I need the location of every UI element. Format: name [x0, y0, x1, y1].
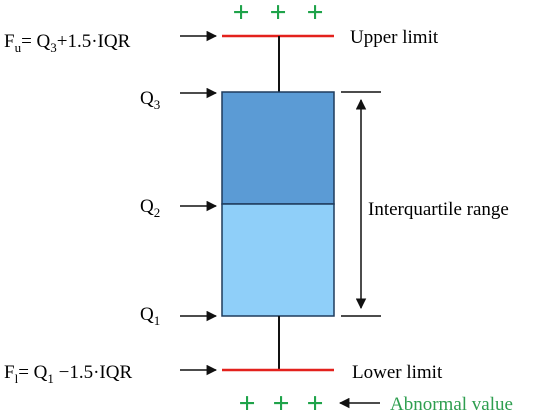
outlier-plus: + — [232, 0, 249, 29]
quartile-label-q1: Q1 — [140, 304, 160, 328]
quartile-label-q2: Q2 — [140, 196, 160, 220]
outliers-bottom: + + + — [238, 387, 323, 417]
outlier-plus: + — [238, 387, 255, 417]
iqr-label: Interquartile range — [368, 199, 509, 220]
abnormal-value-label: Abnormal value — [390, 394, 513, 415]
outliers-top: + + + — [232, 0, 323, 29]
outlier-plus: + — [269, 0, 286, 29]
upper-limit-formula: Fu= Q3+1.5·IQR — [4, 31, 131, 55]
upper-limit-label: Upper limit — [350, 27, 439, 48]
box-upper-half — [221, 91, 335, 205]
box-lower-half — [221, 203, 335, 317]
lower-limit-formula: Fl= Q1 −1.5·IQR — [4, 362, 132, 386]
outlier-plus: + — [272, 387, 289, 417]
lower-limit-label: Lower limit — [352, 362, 443, 383]
outlier-plus: + — [306, 0, 323, 29]
quartile-label-q3: Q3 — [140, 88, 160, 112]
outlier-plus: + — [306, 387, 323, 417]
